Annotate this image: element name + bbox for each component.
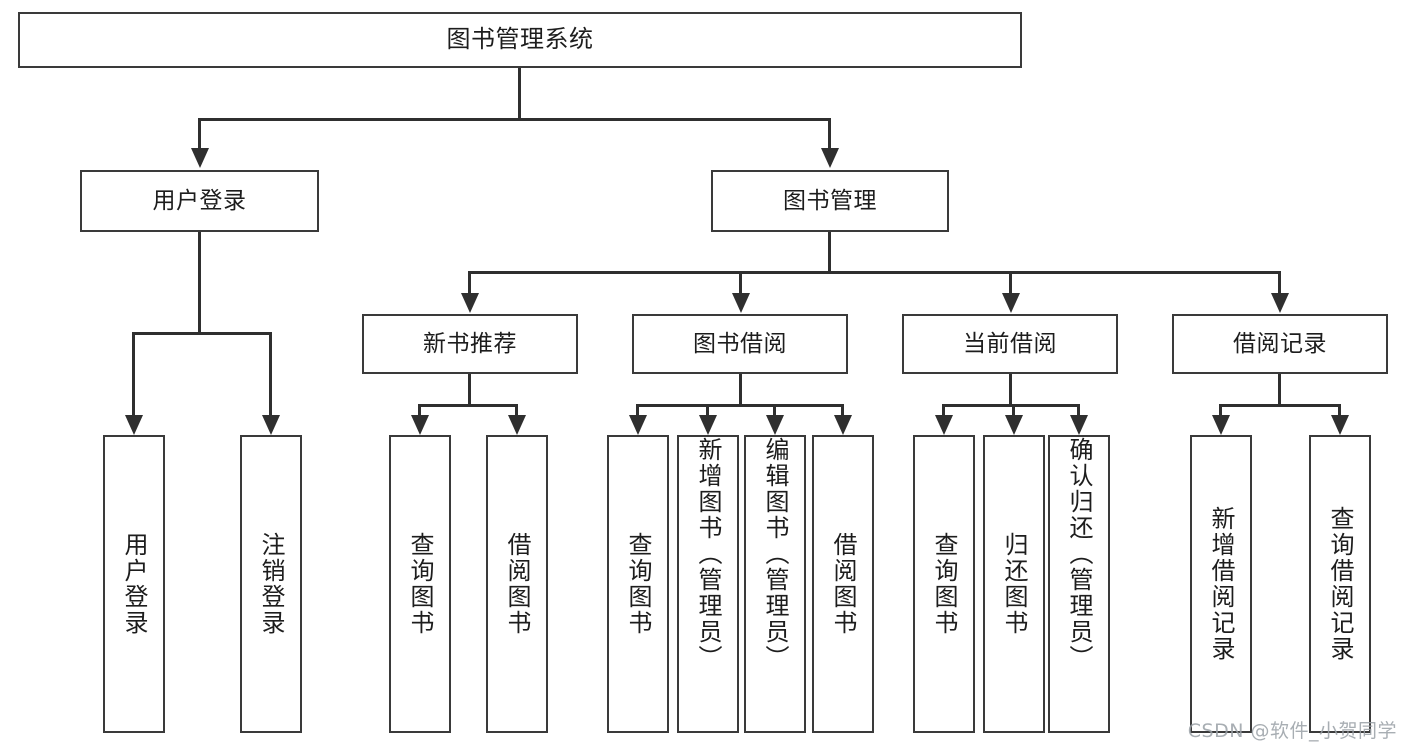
node-label: 注销登录	[257, 532, 285, 636]
connector-currentborrow-to-leaf1	[942, 404, 945, 418]
node-label: 新增图书（管理员）	[694, 437, 722, 671]
leaf-query-book-recommend[interactable]: 查询图书	[389, 435, 451, 733]
leaf-borrow-book[interactable]: 借阅图书	[812, 435, 874, 733]
arrow-bookborrow-to-leaf1	[629, 415, 647, 435]
node-book-borrow[interactable]: 图书借阅	[632, 314, 848, 374]
connector-root-bus	[198, 118, 831, 121]
node-label: 借阅图书	[503, 532, 531, 636]
node-new-book-recommend[interactable]: 新书推荐	[362, 314, 578, 374]
arrow-root-to-login	[191, 148, 209, 168]
connector-login-bus	[132, 332, 269, 335]
arrow-login-to-leaf2	[262, 415, 280, 435]
node-current-borrow[interactable]: 当前借阅	[902, 314, 1118, 374]
arrow-currentborrow-to-leaf3	[1070, 415, 1088, 435]
node-label: 用户登录	[152, 187, 247, 214]
arrow-currentborrow-to-leaf1	[935, 415, 953, 435]
node-label: 图书管理系统	[446, 25, 594, 54]
connector-bookmgmt-to-borrow	[739, 271, 742, 295]
connector-login-to-leaf2	[269, 332, 272, 417]
node-label: 新增借阅记录	[1207, 506, 1235, 662]
arrow-bookborrow-to-leaf4	[834, 415, 852, 435]
connector-currentborrow-to-leaf3	[1077, 404, 1080, 418]
leaf-logout[interactable]: 注销登录	[240, 435, 302, 733]
arrow-root-to-bookmgmt	[821, 148, 839, 168]
connector-bookborrow-bus	[636, 404, 844, 407]
connector-borrowrecord-to-leaf1	[1219, 404, 1222, 418]
connector-newbook-stem	[468, 374, 471, 406]
connector-root-to-bookmgmt	[828, 118, 831, 150]
arrow-bookmgmt-to-new	[461, 293, 479, 313]
leaf-return-book[interactable]: 归还图书	[983, 435, 1045, 733]
arrow-bookborrow-to-leaf2	[699, 415, 717, 435]
connector-currentborrow-bus	[942, 404, 1079, 407]
node-label: 图书管理	[783, 187, 877, 214]
node-user-login[interactable]: 用户登录	[80, 170, 319, 232]
leaf-edit-book-admin[interactable]: 编辑图书（管理员）	[744, 435, 806, 733]
connector-root-stem	[518, 68, 521, 120]
leaf-query-borrow-record[interactable]: 查询借阅记录	[1309, 435, 1371, 733]
leaf-query-book-borrow[interactable]: 查询图书	[607, 435, 669, 733]
arrow-newbook-to-leaf2	[508, 415, 526, 435]
node-label: 查询图书	[406, 532, 434, 636]
leaf-query-book-current[interactable]: 查询图书	[913, 435, 975, 733]
arrow-borrowrecord-to-leaf2	[1331, 415, 1349, 435]
arrow-bookmgmt-to-borrow	[732, 293, 750, 313]
connector-borrowrecord-stem	[1278, 374, 1281, 406]
node-borrow-record[interactable]: 借阅记录	[1172, 314, 1388, 374]
leaf-borrow-book-recommend[interactable]: 借阅图书	[486, 435, 548, 733]
connector-login-stem	[198, 232, 201, 334]
node-label: 新书推荐	[423, 330, 517, 357]
connector-bookmgmt-to-record	[1278, 271, 1281, 295]
leaf-confirm-return-admin[interactable]: 确认归还（管理员）	[1048, 435, 1110, 733]
leaf-add-book-admin[interactable]: 新增图书（管理员）	[677, 435, 739, 733]
node-label: 归还图书	[1000, 532, 1028, 636]
connector-newbook-to-leaf2	[515, 404, 518, 418]
arrow-borrowrecord-to-leaf1	[1212, 415, 1230, 435]
connector-bookborrow-to-leaf2	[706, 404, 709, 418]
arrow-bookmgmt-to-record	[1271, 293, 1289, 313]
connector-login-to-leaf1	[132, 332, 135, 417]
arrow-currentborrow-to-leaf2	[1005, 415, 1023, 435]
connector-bookmgmt-bus	[468, 271, 1281, 274]
connector-borrowrecord-bus	[1219, 404, 1341, 407]
connector-currentborrow-to-leaf2	[1012, 404, 1015, 418]
node-label: 查询图书	[930, 532, 958, 636]
watermark-text: CSDN @软件_小贺同学	[1187, 720, 1397, 742]
node-label: 图书借阅	[693, 330, 787, 357]
node-label: 借阅记录	[1233, 330, 1327, 357]
connector-currentborrow-stem	[1009, 374, 1012, 406]
connector-bookmgmt-stem	[828, 232, 831, 274]
arrow-bookborrow-to-leaf3	[766, 415, 784, 435]
connector-borrowrecord-to-leaf2	[1338, 404, 1341, 418]
node-label: 编辑图书（管理员）	[761, 437, 789, 671]
node-label: 查询借阅记录	[1326, 506, 1354, 662]
arrow-login-to-leaf1	[125, 415, 143, 435]
node-label: 当前借阅	[963, 330, 1057, 357]
connector-bookmgmt-to-current	[1009, 271, 1012, 295]
leaf-add-borrow-record[interactable]: 新增借阅记录	[1190, 435, 1252, 733]
connector-bookmgmt-to-new	[468, 271, 471, 295]
connector-bookborrow-to-leaf3	[773, 404, 776, 418]
connector-newbook-to-leaf1	[418, 404, 421, 418]
arrow-bookmgmt-to-current	[1002, 293, 1020, 313]
node-label: 借阅图书	[829, 532, 857, 636]
node-label: 确认归还（管理员）	[1065, 437, 1093, 671]
connector-root-to-login	[198, 118, 201, 150]
leaf-user-login[interactable]: 用户登录	[103, 435, 165, 733]
connector-bookborrow-to-leaf4	[841, 404, 844, 418]
node-label: 查询图书	[624, 532, 652, 636]
arrow-newbook-to-leaf1	[411, 415, 429, 435]
connector-bookborrow-stem	[739, 374, 742, 406]
node-label: 用户登录	[120, 532, 148, 636]
connector-newbook-bus	[418, 404, 518, 407]
node-book-management[interactable]: 图书管理	[711, 170, 949, 232]
connector-bookborrow-to-leaf1	[636, 404, 639, 418]
node-root-system[interactable]: 图书管理系统	[18, 12, 1022, 68]
